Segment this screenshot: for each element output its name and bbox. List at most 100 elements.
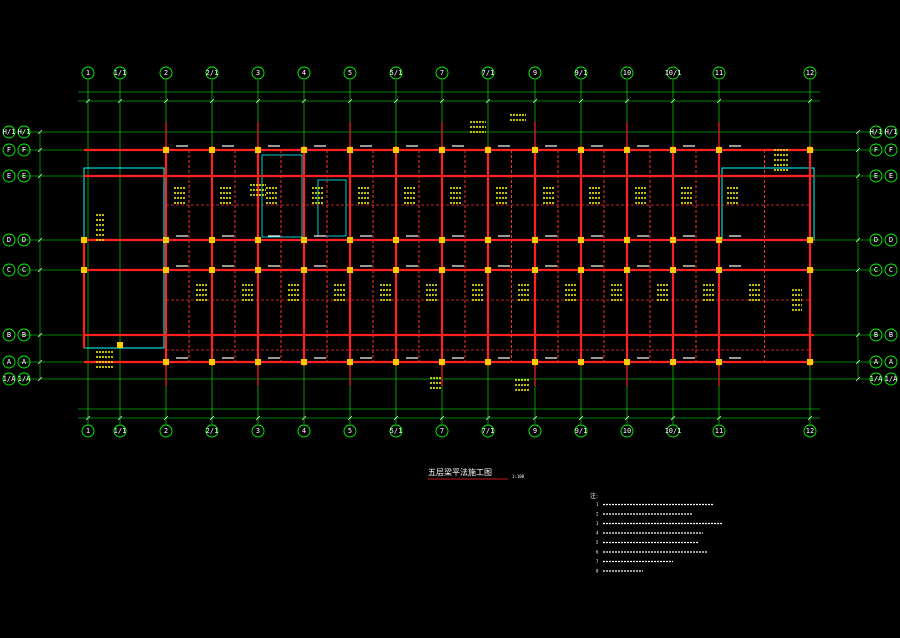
dimension-tick-top	[670, 98, 676, 104]
axis-bubble-right2-3-circle	[884, 233, 898, 247]
note-number-7: 7	[596, 559, 599, 564]
column	[163, 237, 169, 243]
axis-bubble-bottom-9-circle	[481, 424, 495, 438]
axis-bubble-left2-4-circle	[17, 263, 31, 277]
axis-bubble-bottom-0-circle	[81, 424, 95, 438]
axis-bubble-top-15-circle	[803, 66, 817, 80]
note-number-3: 3	[596, 521, 599, 526]
dimension-tick-bottom	[301, 415, 307, 421]
column	[532, 147, 538, 153]
axis-bubble-bottom-2-label: 2	[164, 427, 168, 435]
columns	[81, 147, 813, 365]
dimension-tick-top	[255, 98, 261, 104]
column	[255, 147, 261, 153]
column	[255, 237, 261, 243]
axis-bubble-right2-7-circle	[884, 372, 898, 386]
axis-bubble-bottom-11-label: 9/1	[575, 427, 588, 435]
axis-bubble-top-9-label: 7/1	[482, 69, 495, 77]
dimension-tick-top	[85, 98, 91, 104]
column	[393, 359, 399, 365]
note-number-6: 6	[596, 550, 599, 555]
dimension-tick-bottom	[624, 415, 630, 421]
dimension-tick-bottom	[716, 415, 722, 421]
dimension-tick-right	[855, 332, 861, 338]
column	[624, 147, 630, 153]
column	[301, 359, 307, 365]
column	[347, 147, 353, 153]
column	[163, 359, 169, 365]
note-number-5: 5	[596, 540, 599, 545]
dimension-tick-top	[347, 98, 353, 104]
axis-bubble-right-5-circle	[869, 328, 883, 342]
dimension-tick-left	[37, 359, 43, 365]
axis-bubble-right-2-label: E	[874, 172, 878, 180]
axis-bubble-top-10-circle	[528, 66, 542, 80]
axis-bubble-right-0-label: H/1	[870, 128, 883, 136]
column	[485, 147, 491, 153]
axis-bubble-bottom-13-circle	[666, 424, 680, 438]
column	[624, 237, 630, 243]
axis-bubble-right-7-circle	[869, 372, 883, 386]
axis-bubble-left-3-label: D	[7, 236, 11, 244]
axis-bubble-right2-1-label: F	[889, 146, 893, 154]
axis-bubble-right-0-circle	[869, 125, 883, 139]
column	[807, 237, 813, 243]
dimension-tick-bottom	[393, 415, 399, 421]
axis-bubble-left-5-label: B	[7, 331, 11, 339]
column	[209, 267, 215, 273]
column	[670, 359, 676, 365]
dimension-tick-top	[163, 98, 169, 104]
column	[393, 147, 399, 153]
column	[716, 267, 722, 273]
axis-bubble-top-8-circle	[435, 66, 449, 80]
axis-bubble-top-14-label: 11	[715, 69, 723, 77]
dimension-tick-top	[439, 98, 445, 104]
axis-bubble-top-10-label: 9	[533, 69, 537, 77]
axis-bubble-bottom-8-label: 7	[440, 427, 444, 435]
axis-bubble-top-15-label: 12	[806, 69, 814, 77]
axis-bubble-bottom-5-circle	[297, 424, 311, 438]
column	[255, 359, 261, 365]
axis-bubble-top-11-label: 9/1	[575, 69, 588, 77]
axis-bubble-left2-6-circle	[17, 355, 31, 369]
dimension-tick-right	[855, 376, 861, 382]
column	[807, 267, 813, 273]
axis-bubble-top-7-label: 5/1	[390, 69, 403, 77]
dimension-tick-left	[37, 129, 43, 135]
column	[209, 359, 215, 365]
axis-bubble-top-6-circle	[343, 66, 357, 80]
axis-bubble-top-13-label: 10/1	[665, 69, 682, 77]
axis-bubble-left2-2-label: E	[22, 172, 26, 180]
axis-bubble-right-3-circle	[869, 233, 883, 247]
column	[81, 237, 87, 243]
axis-bubble-left2-5-label: B	[22, 331, 26, 339]
column	[578, 147, 584, 153]
column	[439, 267, 445, 273]
axis-bubble-left-4-label: C	[7, 266, 11, 274]
axis-bubble-bottom-12-label: 10	[623, 427, 631, 435]
column	[578, 359, 584, 365]
beam-lines	[82, 122, 814, 386]
note-number-1: 1	[596, 502, 599, 507]
dimension-tick-bottom	[807, 415, 813, 421]
dimension-tick-right	[855, 267, 861, 273]
axis-bubble-left-1-label: F	[7, 146, 11, 154]
axis-bubble-top-1-circle	[113, 66, 127, 80]
column	[716, 147, 722, 153]
axis-bubble-right-6-circle	[869, 355, 883, 369]
axis-bubble-left-5-circle	[2, 328, 16, 342]
dimension-tick-top	[393, 98, 399, 104]
dimension-tick-top	[578, 98, 584, 104]
axis-bubble-right-1-label: F	[874, 146, 878, 154]
axis-bubble-top-8-label: 7	[440, 69, 444, 77]
axis-bubble-top-9-circle	[481, 66, 495, 80]
column	[578, 237, 584, 243]
axis-bubble-left2-3-label: D	[22, 236, 26, 244]
axis-bubble-bottom-12-circle	[620, 424, 634, 438]
dimension-tick-top	[117, 98, 123, 104]
axis-bubble-bottom-15-circle	[803, 424, 817, 438]
axis-bubble-top-3-circle	[205, 66, 219, 80]
axis-bubbles: 111/11/1222/12/13344555/15/1777/17/1999/…	[2, 66, 898, 438]
dimension-tick-bottom	[85, 415, 91, 421]
